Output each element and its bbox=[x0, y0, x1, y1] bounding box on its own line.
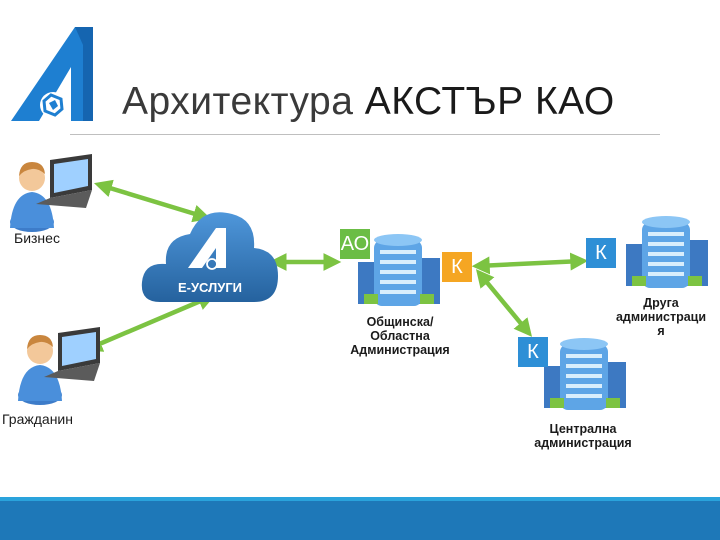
municipal-label-line3: Администрация bbox=[350, 343, 450, 357]
k-badge-municipal: К bbox=[442, 252, 472, 282]
municipal-label-line1: Общинска/ bbox=[366, 315, 434, 329]
user-laptop-icon bbox=[10, 154, 92, 232]
building-icon bbox=[626, 216, 708, 288]
cloud-label: Е-УСЛУГИ bbox=[177, 280, 243, 295]
k-badge-other: К bbox=[586, 238, 616, 268]
title-light: Архитектура bbox=[122, 80, 365, 123]
citizen-label: Гражданин bbox=[2, 411, 73, 427]
footer-bar bbox=[0, 497, 720, 540]
k-badge-central: К bbox=[518, 337, 548, 367]
akstar-logo-icon bbox=[11, 27, 93, 121]
business-label: Бизнес bbox=[14, 230, 60, 246]
ao-badge: АО bbox=[340, 229, 370, 259]
municipal-label: Общинска/ Областна Администрация bbox=[340, 315, 460, 357]
municipal-label-line2: Областна bbox=[370, 329, 430, 343]
other-admin-label-line1: Друга bbox=[643, 296, 679, 310]
building-icon bbox=[358, 234, 440, 306]
cloud-icon bbox=[141, 212, 278, 302]
title-divider bbox=[70, 134, 660, 135]
arrow-municipal-other bbox=[471, 252, 589, 275]
user-laptop-icon bbox=[18, 327, 100, 405]
slide-title: Архитектура АКСТЪР КАО bbox=[122, 80, 615, 124]
other-admin-label: Друга администраци я bbox=[605, 296, 717, 338]
footer-band bbox=[0, 501, 720, 540]
title-bold: АКСТЪР КАО bbox=[364, 80, 615, 123]
central-admin-label-line2: администрация bbox=[534, 436, 632, 450]
arrow-municipal-central bbox=[475, 269, 533, 337]
central-admin-label-line1: Централна bbox=[549, 422, 617, 436]
arrow-business-cloud bbox=[93, 179, 212, 223]
building-icon bbox=[544, 338, 626, 410]
other-admin-label-line2: администраци bbox=[615, 310, 707, 324]
other-admin-label-line3: я bbox=[657, 324, 665, 338]
footer-accent-line bbox=[0, 497, 720, 501]
arrow-citizen-cloud bbox=[84, 293, 216, 352]
central-admin-label: Централна администрация bbox=[520, 422, 646, 450]
